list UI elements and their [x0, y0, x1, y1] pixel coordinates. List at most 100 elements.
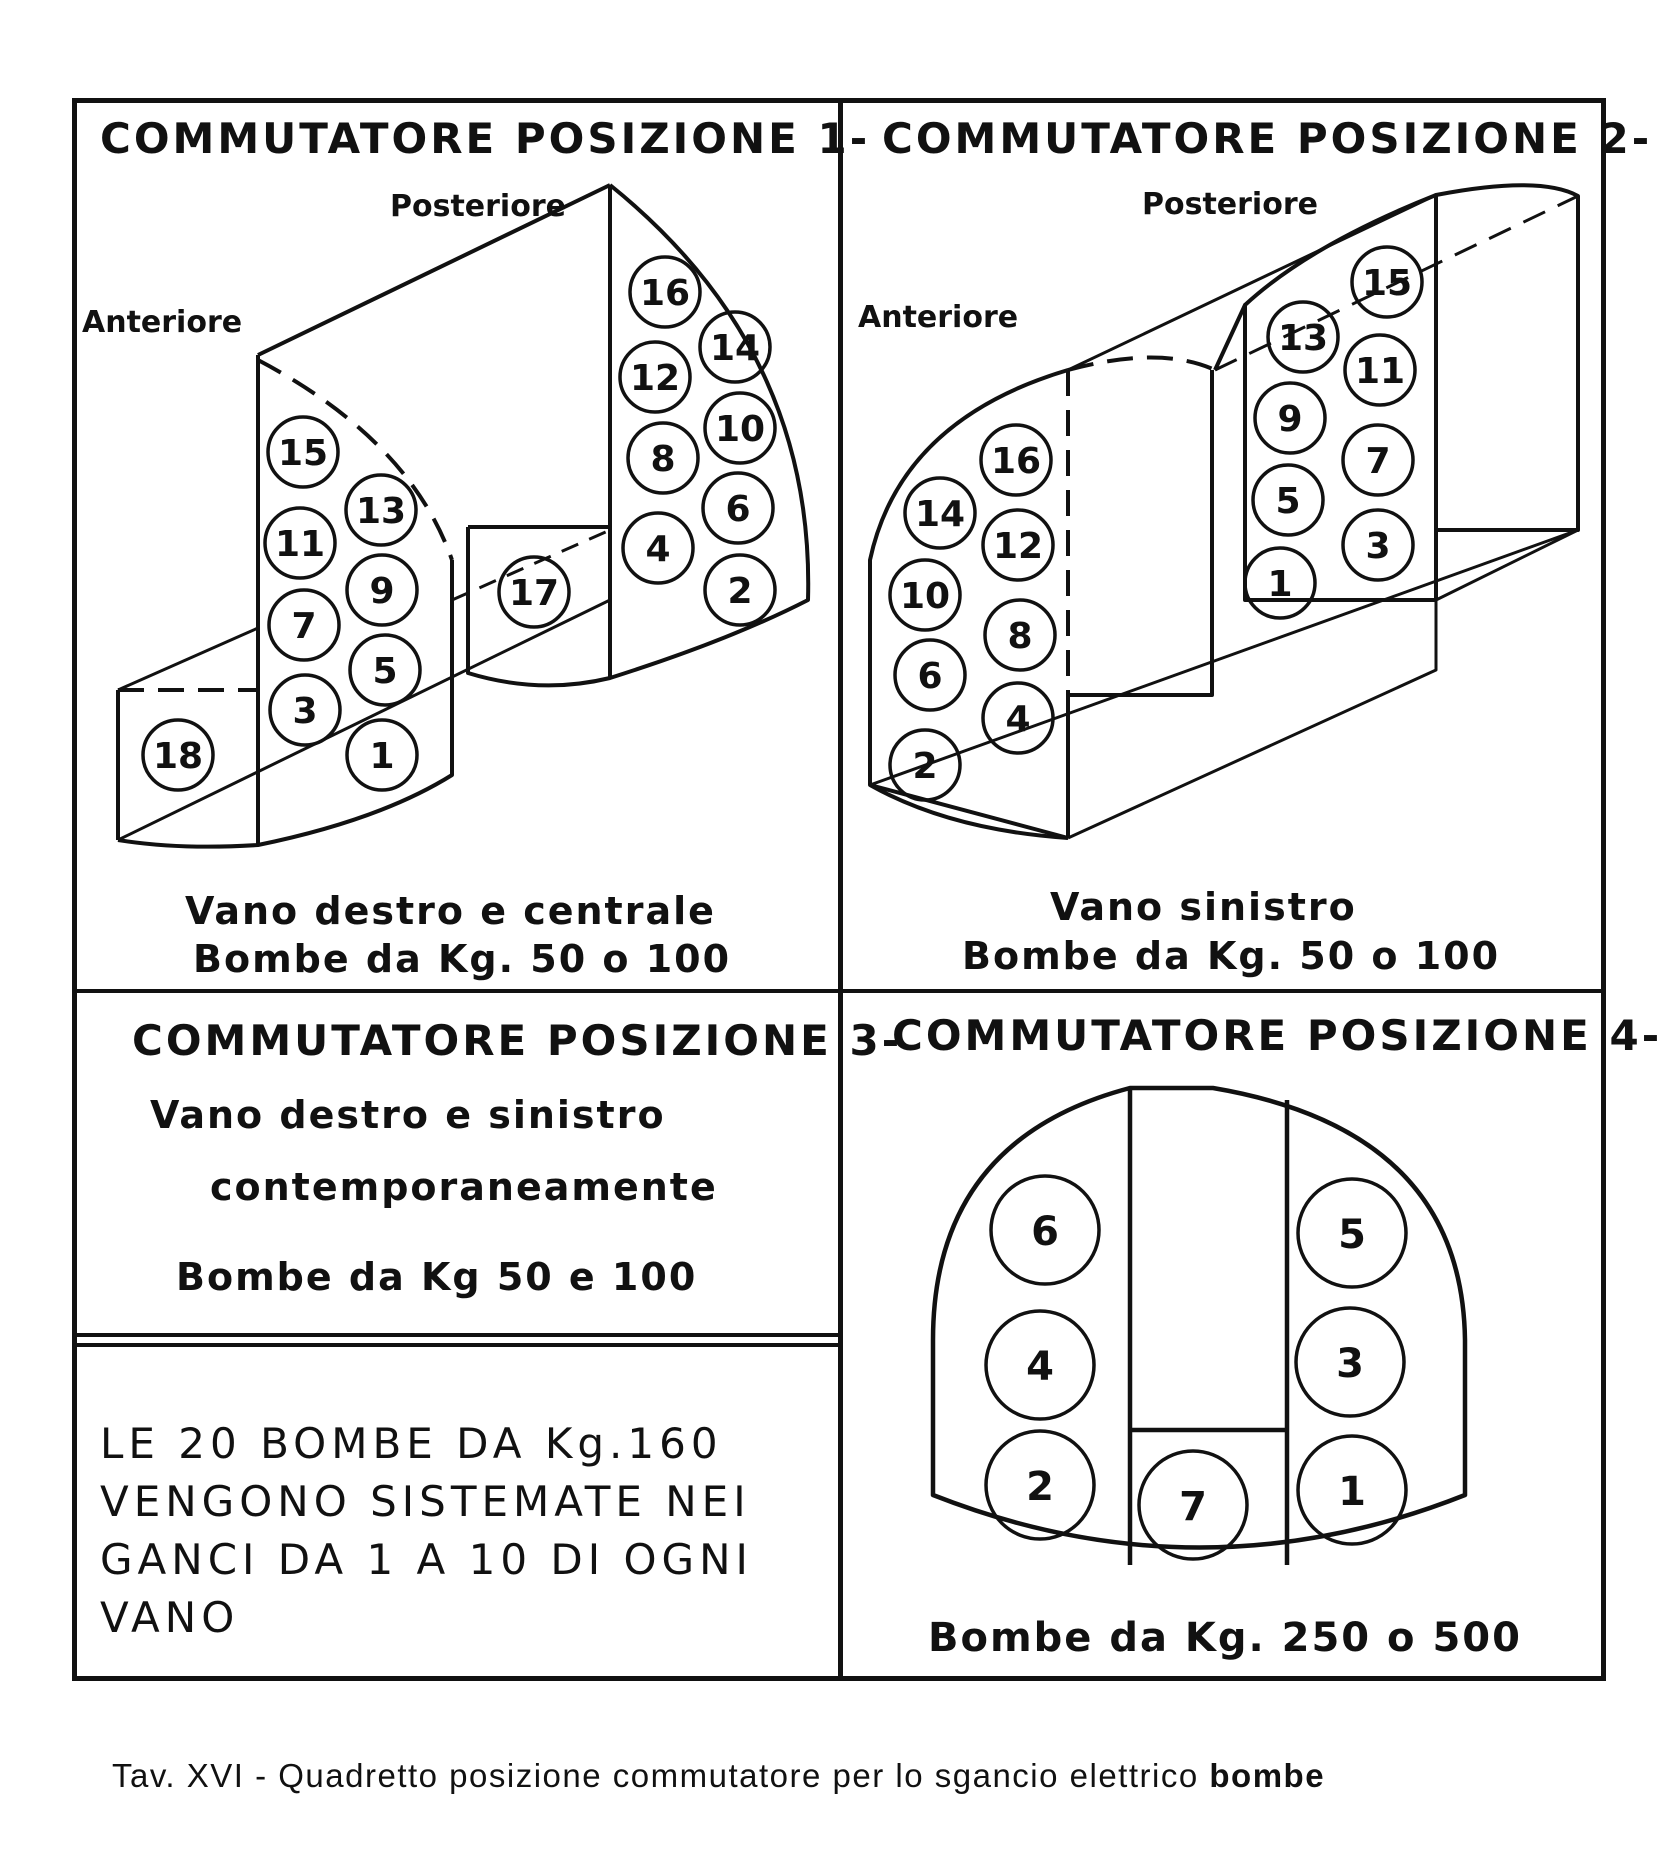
p1-front-arc: [257, 358, 454, 561]
p2-label-7: 7: [1365, 441, 1390, 482]
p2-label-8: 8: [1007, 616, 1032, 657]
panel4-diagram: 6 4 2 5 3 1 7: [930, 1085, 1468, 1565]
p2-label-16: 16: [991, 441, 1041, 482]
p2-circle-labels: 15 13 11 9 7 5 3 1 16 14 12 10 8 6 4 2: [900, 263, 1412, 787]
circle-11: [263, 506, 337, 580]
panel4-title: COMMUTATORE POSIZIONE 4-: [892, 1011, 1663, 1060]
circle-13: [344, 473, 418, 547]
note-line2: VENGONO SISTEMATE NEI: [100, 1477, 751, 1526]
p2-label-12: 12: [993, 526, 1043, 567]
circle-10: [888, 558, 962, 632]
panel3-title: COMMUTATORE POSIZIONE 3-: [132, 1016, 903, 1065]
circle-12: [981, 508, 1055, 582]
circle-6: [701, 471, 775, 545]
circle-5: [1296, 1177, 1408, 1289]
p1-box17: [466, 525, 612, 688]
circle-8: [626, 421, 700, 495]
p2-label-1: 1: [1267, 564, 1292, 605]
p2-label-4: 4: [1005, 699, 1030, 740]
circle-3: [1294, 1306, 1406, 1418]
p1-top-edge: [257, 183, 611, 357]
circle-4: [621, 511, 695, 585]
circle-14: [903, 476, 977, 550]
p2-label-13: 13: [1278, 318, 1328, 359]
circle-3: [268, 673, 342, 747]
p4-outline: [930, 1085, 1468, 1550]
circle-18: [141, 718, 215, 792]
p4-label-6: 6: [1031, 1209, 1059, 1255]
p1-label-8: 8: [650, 439, 675, 480]
p2-label-9: 9: [1277, 399, 1302, 440]
p1-rear-label: Posteriore: [390, 189, 566, 224]
p1-rear-outline: [608, 183, 811, 680]
circle-15: [266, 415, 340, 489]
figure-caption-text: Tav. XVI - Quadretto posizione commutato…: [112, 1757, 1210, 1794]
p2-label-3: 3: [1365, 526, 1390, 567]
p1-label-14: 14: [710, 328, 760, 369]
note-divider-top: [72, 1333, 840, 1337]
circle-9: [1253, 381, 1327, 455]
p1-label-18: 18: [153, 736, 203, 777]
p2-label-14: 14: [915, 494, 965, 535]
p1-label-1: 1: [369, 736, 394, 777]
circle-16: [628, 255, 702, 329]
p1-label-5: 5: [372, 651, 397, 692]
circle-15: [1350, 245, 1424, 319]
p1-circle-labels: 16 14 12 10 8 6 4 2 15 13 11 9 7 5 3 1 1…: [153, 273, 765, 777]
p2-label-10: 10: [900, 576, 950, 617]
panel2-title: COMMUTATORE POSIZIONE 2-: [882, 114, 1653, 163]
p2-front-label: Anteriore: [858, 300, 1018, 335]
note-line1: LE 20 BOMBE DA Kg.160: [100, 1419, 723, 1468]
figure-caption: Tav. XVI - Quadretto posizione commutato…: [112, 1757, 1325, 1795]
panel2-caption-line2: Bombe da Kg. 50 o 100: [962, 934, 1501, 978]
panel3-line1: Vano destro e sinistro: [150, 1093, 666, 1137]
p1-label-16: 16: [640, 273, 690, 314]
panel1-caption-line1: Vano destro e centrale: [185, 889, 716, 933]
circle-1: [1296, 1434, 1408, 1546]
p2-top-edge: [1067, 193, 1437, 372]
p4-label-3: 3: [1336, 1341, 1364, 1387]
circle-5: [1251, 463, 1325, 537]
circle-17: [497, 555, 571, 629]
p2-rear-outline: [1434, 183, 1580, 532]
p2-label-2: 2: [912, 746, 937, 787]
p4-label-2: 2: [1026, 1464, 1054, 1510]
p2-rear-label: Posteriore: [1142, 187, 1318, 222]
p4-label-1: 1: [1338, 1469, 1366, 1515]
p1-label-17: 17: [509, 573, 559, 614]
p4-label-4: 4: [1026, 1344, 1054, 1390]
note-divider-bottom: [72, 1343, 840, 1347]
p2-label-5: 5: [1275, 481, 1300, 522]
circle-6: [893, 638, 967, 712]
circle-7: [267, 588, 341, 662]
circle-3: [1341, 508, 1415, 582]
note-line3: GANCI DA 1 A 10 DI OGNI: [100, 1535, 753, 1584]
p1-label-6: 6: [725, 489, 750, 530]
p1-label-3: 3: [292, 691, 317, 732]
p2-front-outline: [868, 368, 1069, 840]
circle-6: [989, 1174, 1101, 1286]
vertical-divider: [838, 98, 843, 1681]
circle-16: [979, 423, 1053, 497]
circle-2: [703, 553, 777, 627]
circle-9: [345, 553, 419, 627]
p1-label-9: 9: [369, 571, 394, 612]
circle-2: [984, 1429, 1096, 1541]
panel4-caption: Bombe da Kg. 250 o 500: [928, 1615, 1522, 1661]
panel3-line2: contemporaneamente: [210, 1165, 718, 1209]
p2-label-6: 6: [917, 656, 942, 697]
circle-12: [618, 340, 692, 414]
circle-4: [984, 1309, 1096, 1421]
panel3-line3: Bombe da Kg 50 e 100: [176, 1255, 698, 1299]
p1-label-11: 11: [275, 524, 325, 565]
p1-label-12: 12: [630, 358, 680, 399]
note-line4: VANO: [100, 1593, 240, 1642]
circle-2: [888, 728, 962, 802]
panel1-diagram: 16 14 12 10 8 6 4 2 15 13 11 9 7 5 3 1 1…: [82, 183, 811, 849]
panel2-caption-line1: Vano sinistro: [1050, 885, 1357, 929]
circle-1: [1243, 546, 1317, 620]
circle-7: [1137, 1449, 1249, 1561]
circle-11: [1343, 333, 1417, 407]
circle-14: [698, 310, 772, 384]
p1-label-13: 13: [356, 491, 406, 532]
